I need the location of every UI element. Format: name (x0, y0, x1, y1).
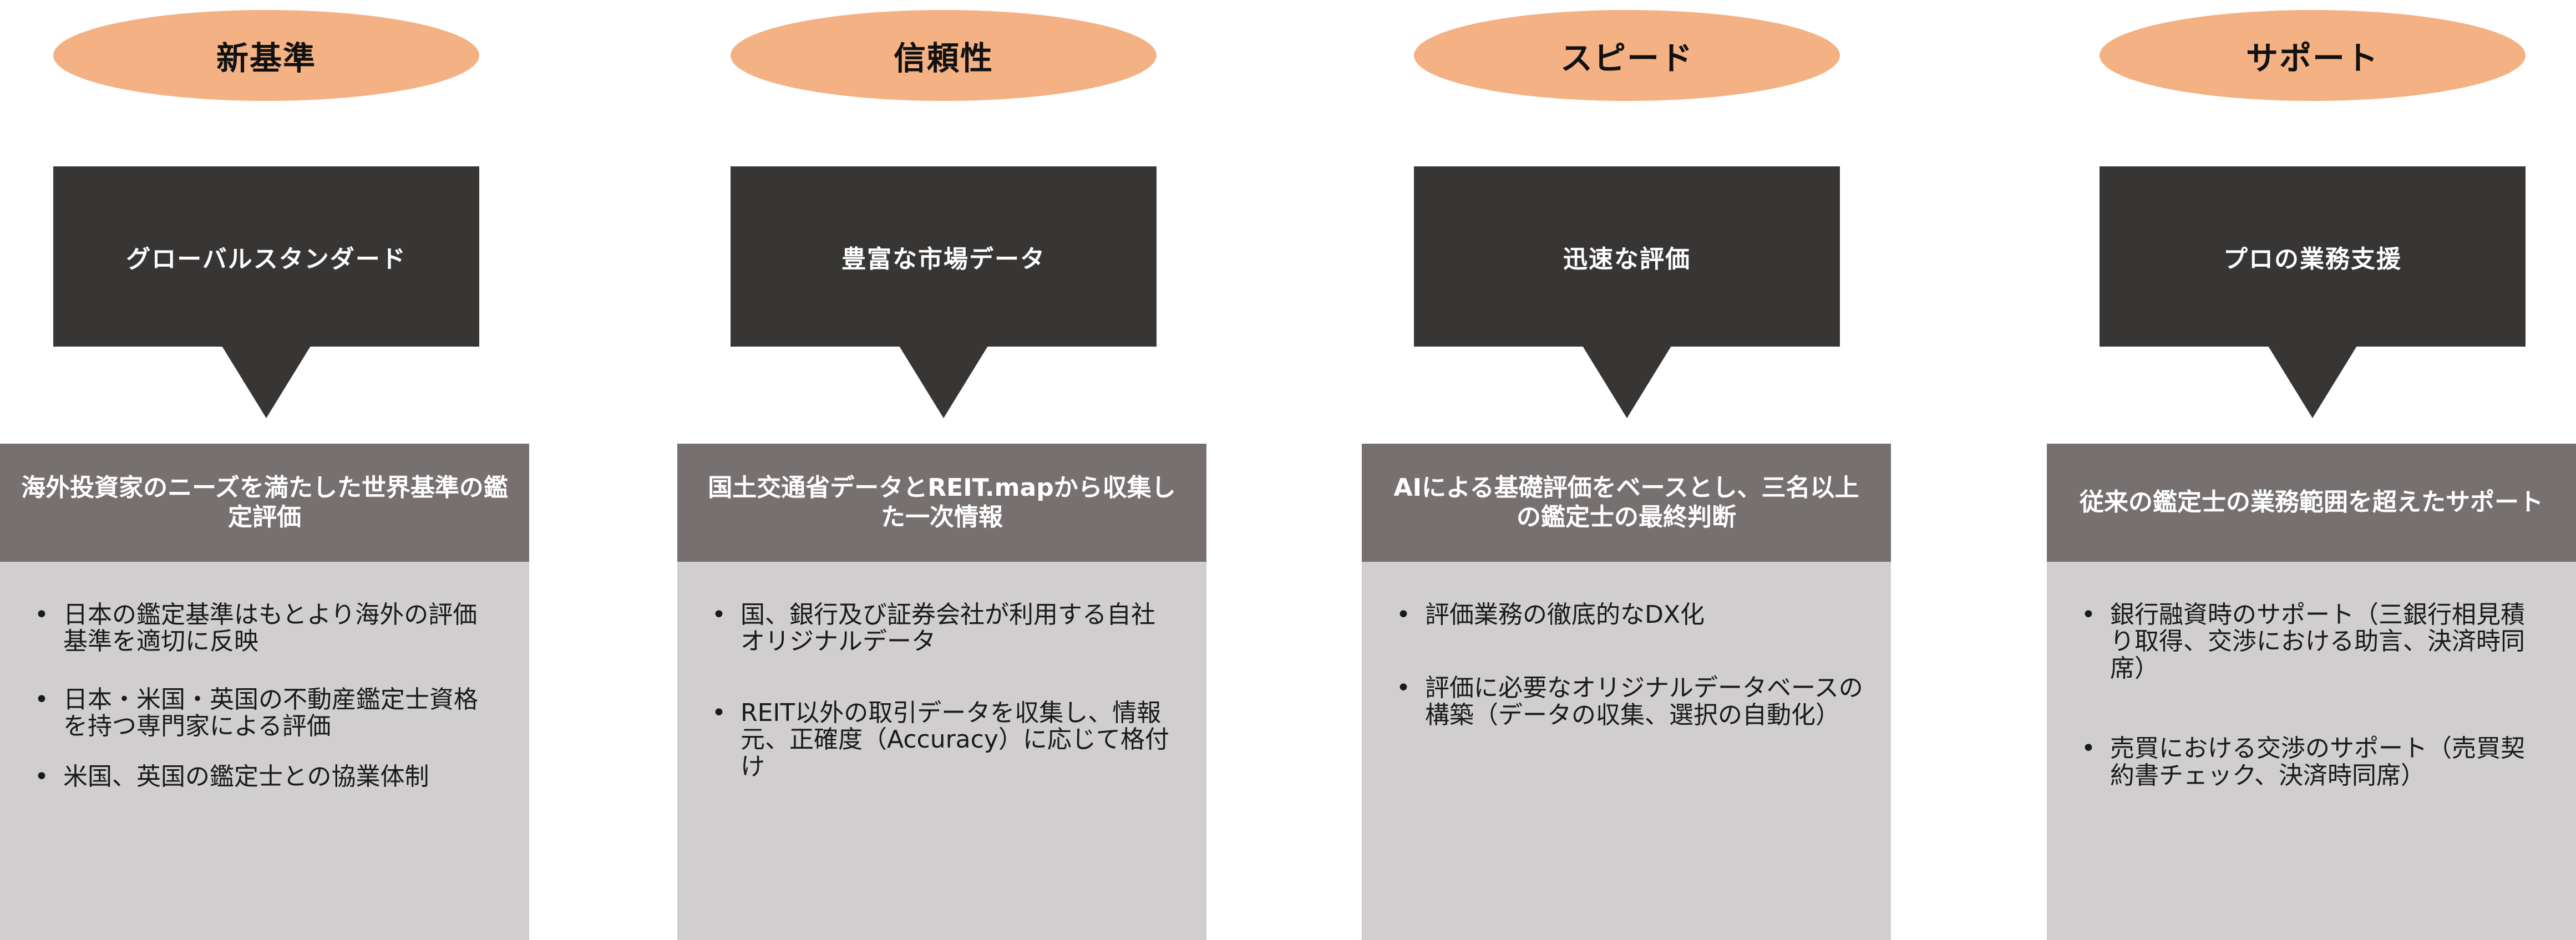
column-support: サポート プロの業務支援 従来の鑑定士の業務範囲を超えたサポート • 銀行融資時… (2047, 0, 2576, 940)
bullet-dot-icon: • (712, 601, 726, 629)
column-reliability: 信頼性 豊富な市場データ 国土交通省データとREIT.mapから収集した一次情報… (677, 0, 1206, 940)
header-text: AIによる基礎評価をベースとし、三名以上の鑑定士の最終判断 (1393, 473, 1859, 531)
header-text: 従来の鑑定士の業務範囲を超えたサポート (2080, 488, 2543, 517)
column-speed: スピード 迅速な評価 AIによる基礎評価をベースとし、三名以上の鑑定士の最終判断… (1362, 0, 1891, 940)
bullet-text: 評価業務の徹底的なDX化 (1425, 601, 1705, 629)
column-new-standard: 新基準 グローバルスタンダード 海外投資家のニーズを満たした世界基準の鑑定評価 … (0, 0, 529, 940)
bullet-item: • 日本の鑑定基準はもとより海外の評価基準を適切に反映 (28, 601, 501, 656)
callout-subtitle: 迅速な評価 (1563, 245, 1691, 273)
bullet-dot-icon: • (2081, 734, 2096, 763)
bullet-item: • 評価業務の徹底的なDX化 (1390, 601, 1863, 629)
callout-pointer (899, 346, 988, 418)
bullet-item: • 評価に必要なオリジナルデータベースの構築（データの収集、選択の自動化） (1390, 674, 1863, 729)
callout-pointer (2268, 346, 2357, 418)
header-box: AIによる基礎評価をベースとし、三名以上の鑑定士の最終判断 (1362, 444, 1891, 562)
header-text: 海外投資家のニーズを満たした世界基準の鑑定評価 (21, 473, 508, 531)
ellipse-title: 新基準 (53, 10, 479, 101)
bullet-item: • 銀行融資時のサポート（三銀行相見積り取得、交渉における助言、決済時同席） (2075, 601, 2548, 683)
bullet-item: • 国、銀行及び証券会社が利用する自社オリジナルデータ (705, 601, 1179, 656)
bullet-panel: • 評価業務の徹底的なDX化 • 評価に必要なオリジナルデータベースの構築（デー… (1362, 562, 1891, 940)
column-title: スピード (1560, 39, 1693, 77)
header-box: 国土交通省データとREIT.mapから収集した一次情報 (677, 444, 1206, 562)
header-box: 従来の鑑定士の業務範囲を超えたサポート (2047, 444, 2576, 562)
bullet-item: • 米国、英国の鑑定士との協業体制 (28, 762, 501, 791)
bullet-dot-icon: • (34, 601, 49, 629)
column-title: 新基準 (216, 39, 316, 77)
bullet-dot-icon: • (2081, 601, 2096, 629)
bullet-dot-icon: • (712, 698, 726, 727)
ellipse-title: サポート (2100, 10, 2526, 101)
callout-subtitle: グローバルスタンダード (126, 245, 407, 273)
callout-subtitle: プロの業務支援 (2223, 245, 2402, 273)
bullet-text: 銀行融資時のサポート（三銀行相見積り取得、交渉における助言、決済時同席） (2110, 601, 2525, 683)
bullet-panel: • 日本の鑑定基準はもとより海外の評価基準を適切に反映 • 日本・米国・英国の不… (0, 562, 529, 940)
bullet-text: REIT以外の取引データを収集し、情報元、正確度（Accuracy）に応じて格付… (741, 698, 1169, 781)
bullet-dot-icon: • (1396, 674, 1411, 703)
bullet-text: 国、銀行及び証券会社が利用する自社オリジナルデータ (741, 601, 1155, 656)
bullet-text: 米国、英国の鑑定士との協業体制 (63, 762, 429, 791)
bullet-panel: • 国、銀行及び証券会社が利用する自社オリジナルデータ • REIT以外の取引デ… (677, 562, 1206, 940)
callout-pointer (1583, 346, 1671, 418)
column-title: サポート (2245, 39, 2379, 77)
callout-box: 迅速な評価 (1414, 166, 1840, 347)
column-title: 信頼性 (893, 39, 993, 77)
bullet-text: 売買における交渉のサポート（売買契約書チェック、決済時同席） (2110, 734, 2525, 790)
bullet-dot-icon: • (34, 762, 49, 791)
bullet-dot-icon: • (1396, 601, 1411, 629)
bullet-item: • 日本・米国・英国の不動産鑑定士資格を持つ専門家による評価 (28, 685, 501, 741)
callout-box: 豊富な市場データ (731, 166, 1157, 347)
bullet-text: 日本・米国・英国の不動産鑑定士資格を持つ専門家による評価 (63, 685, 478, 741)
callout-subtitle: 豊富な市場データ (841, 245, 1046, 273)
ellipse-title: 信頼性 (731, 10, 1157, 101)
callout-box: プロの業務支援 (2100, 166, 2526, 347)
bullet-item: • 売買における交渉のサポート（売買契約書チェック、決済時同席） (2075, 735, 2548, 789)
header-text: 国土交通省データとREIT.mapから収集した一次情報 (708, 473, 1176, 531)
ellipse-title: スピード (1414, 10, 1840, 101)
callout-box: グローバルスタンダード (53, 166, 479, 347)
bullet-item: • REIT以外の取引データを収集し、情報元、正確度（Accuracy）に応じて… (705, 698, 1179, 781)
bullet-panel: • 銀行融資時のサポート（三銀行相見積り取得、交渉における助言、決済時同席） •… (2047, 562, 2576, 940)
bullet-dot-icon: • (34, 685, 49, 714)
callout-pointer (222, 346, 311, 418)
header-box: 海外投資家のニーズを満たした世界基準の鑑定評価 (0, 444, 529, 562)
bullet-text: 評価に必要なオリジナルデータベースの構築（データの収集、選択の自動化） (1425, 674, 1863, 729)
bullet-text: 日本の鑑定基準はもとより海外の評価基準を適切に反映 (63, 601, 478, 656)
